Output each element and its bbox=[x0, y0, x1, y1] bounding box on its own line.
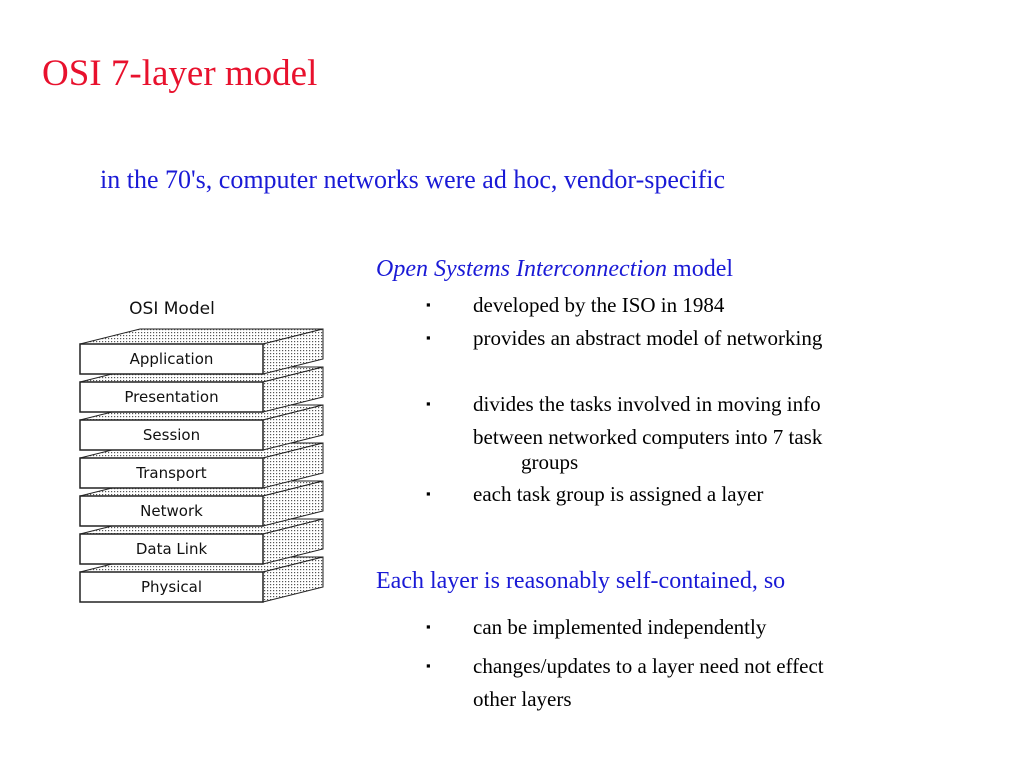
bullet-text: provides an abstract model of networking bbox=[473, 326, 823, 350]
bullet-text: can be implemented independently bbox=[473, 615, 767, 639]
bullet-item: ▪ divides the tasks involved in moving in… bbox=[426, 391, 821, 417]
bullet-marker-icon: ▪ bbox=[426, 619, 431, 634]
bullet-continuation: between networked computers into 7 task bbox=[473, 425, 823, 449]
osi-stack-graphic: OSI Model Physical Data Link Network Transp… bbox=[79, 299, 324, 603]
bullet-text: developed by the ISO in 1984 bbox=[473, 293, 725, 317]
bullet-item: ▪ can be implemented independently bbox=[426, 614, 767, 640]
bullet-marker-icon: ▪ bbox=[426, 658, 431, 673]
layer-front-face bbox=[79, 457, 264, 489]
section2-heading: Each layer is reasonably self-contained,… bbox=[376, 568, 786, 594]
layer-front-face bbox=[79, 533, 264, 565]
bullet-text: each task group is assigned a layer bbox=[473, 482, 764, 506]
bullet-marker-icon: ▪ bbox=[426, 330, 431, 345]
bullet-item: ▪ provides an abstract model of networkin… bbox=[426, 325, 823, 351]
layer-label: Transport bbox=[135, 464, 207, 482]
bullet-continuation: groups bbox=[521, 450, 579, 474]
bullet-marker-icon: ▪ bbox=[426, 396, 431, 411]
bullet-item: ▪ each task group is assigned a layer bbox=[426, 481, 764, 507]
layer-front-face bbox=[79, 343, 264, 375]
layer-front-face bbox=[79, 495, 264, 527]
bullet-text: changes/updates to a layer need not effe… bbox=[473, 654, 824, 678]
osi-layer: Application bbox=[79, 328, 324, 375]
layer-label: Presentation bbox=[124, 388, 218, 406]
bullet-item: ▪ changes/updates to a layer need not eff… bbox=[426, 653, 824, 679]
layer-label: Data Link bbox=[136, 540, 208, 558]
heading-italic-part: Open Systems Interconnection bbox=[376, 256, 668, 282]
section1-heading: Open Systems Interconnection model bbox=[376, 256, 733, 283]
bullet-marker-icon: ▪ bbox=[426, 297, 431, 312]
bullet-continuation: other layers bbox=[473, 687, 572, 711]
slide-title: OSI 7-layer model bbox=[42, 53, 318, 94]
bullet-marker-icon: ▪ bbox=[426, 486, 431, 501]
layer-stack: Physical Data Link Network Transport Session… bbox=[79, 328, 324, 603]
bullet-text: divides the tasks involved in moving inf… bbox=[473, 392, 821, 416]
bullet-item: ▪ developed by the ISO in 1984 bbox=[426, 292, 725, 318]
layer-label: Physical bbox=[141, 578, 202, 596]
layer-front-face bbox=[79, 571, 264, 603]
subtitle: in the 70's, computer networks were ad h… bbox=[100, 165, 726, 194]
layer-front-face bbox=[79, 419, 264, 451]
layer-label: Network bbox=[140, 502, 203, 520]
layer-label: Application bbox=[130, 350, 214, 368]
layer-label: Session bbox=[143, 426, 200, 444]
heading-plain-part: model bbox=[667, 256, 734, 282]
diagram-caption: OSI Model bbox=[129, 299, 215, 319]
layer-front-face bbox=[79, 381, 264, 413]
osi-model-diagram: OSI Model Physical Data Link Network Transp… bbox=[72, 290, 332, 615]
